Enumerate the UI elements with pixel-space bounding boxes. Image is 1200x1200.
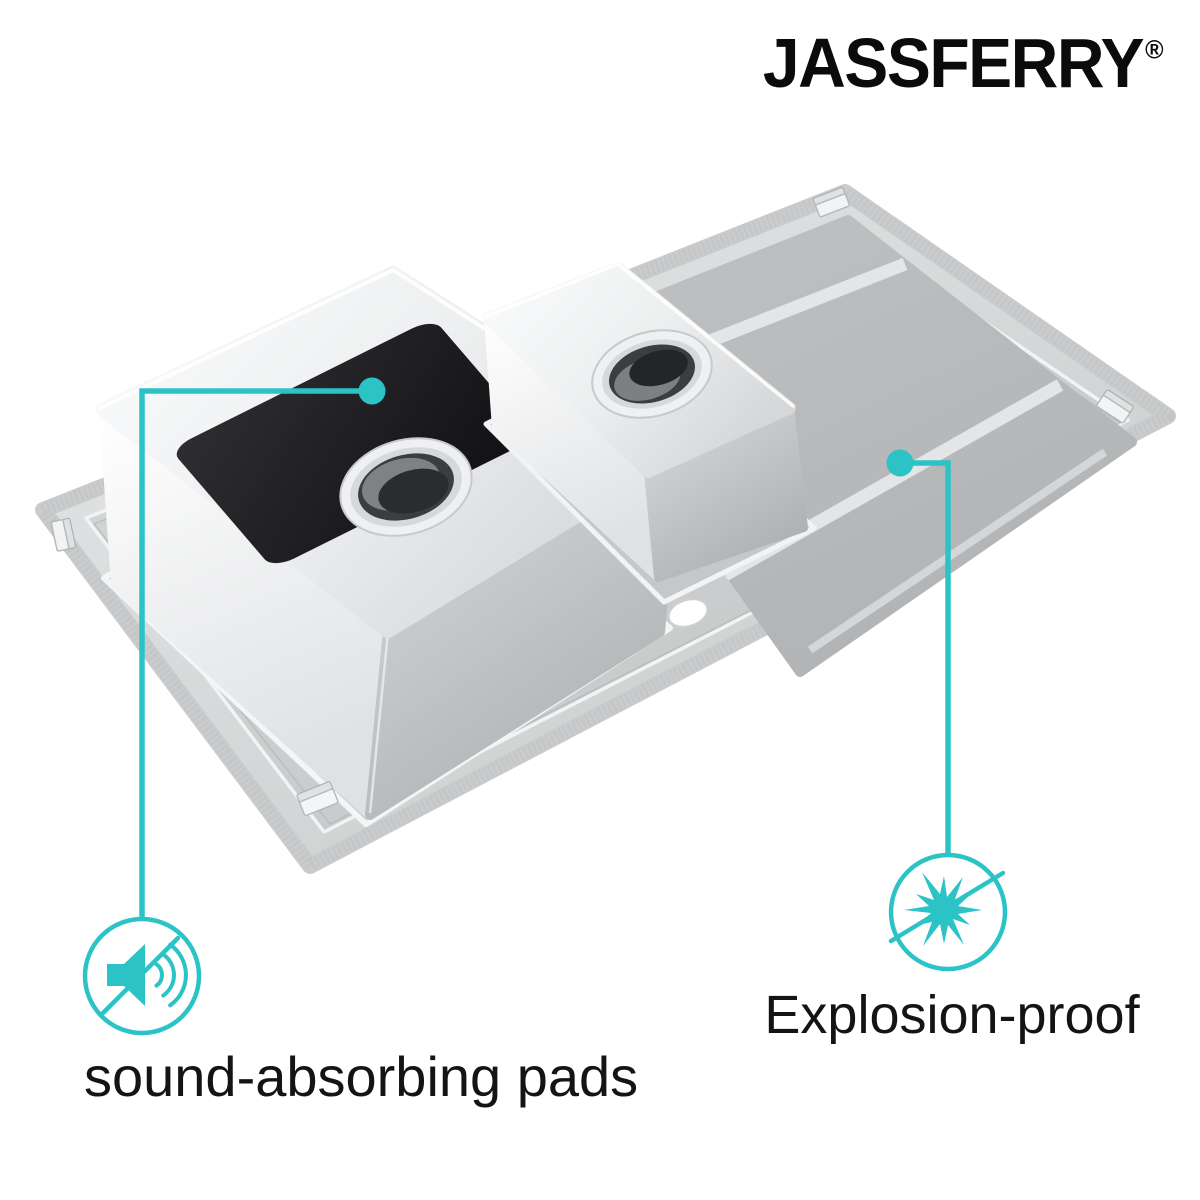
callout-sound xyxy=(82,377,386,1036)
small-bowl xyxy=(482,262,817,605)
callout-label-explosion: Explosion-proof xyxy=(764,985,1140,1045)
small-bowl-edge-highlight xyxy=(483,262,795,408)
mounting-clip xyxy=(812,187,850,218)
drainer-edge-band xyxy=(807,448,1108,654)
brand-logo: JASSFERRY® xyxy=(763,28,1164,97)
drain-hole-large xyxy=(339,437,473,537)
sound-absorbing-pad xyxy=(176,323,530,564)
callout-line-explosion xyxy=(900,460,951,856)
callout-dot-sound xyxy=(358,377,386,405)
large-bowl-front-edge xyxy=(368,631,390,814)
callout-dot-explosion xyxy=(886,449,914,477)
callout-explosion xyxy=(886,449,1008,972)
tap-hole xyxy=(667,598,709,628)
drain-hole-small xyxy=(591,329,713,419)
brand-logo-text: JASSFERRY xyxy=(762,23,1145,102)
callout-label-sound: sound-absorbing pads xyxy=(84,1045,639,1108)
mounting-clip xyxy=(50,517,77,552)
mounting-clip xyxy=(296,781,339,817)
callout-line-sound xyxy=(139,388,372,918)
muted-speaker-icon xyxy=(82,916,202,1036)
explosion-burst-icon xyxy=(888,852,1008,972)
registered-trademark: ® xyxy=(1145,35,1163,65)
mounting-clip xyxy=(1096,389,1134,424)
